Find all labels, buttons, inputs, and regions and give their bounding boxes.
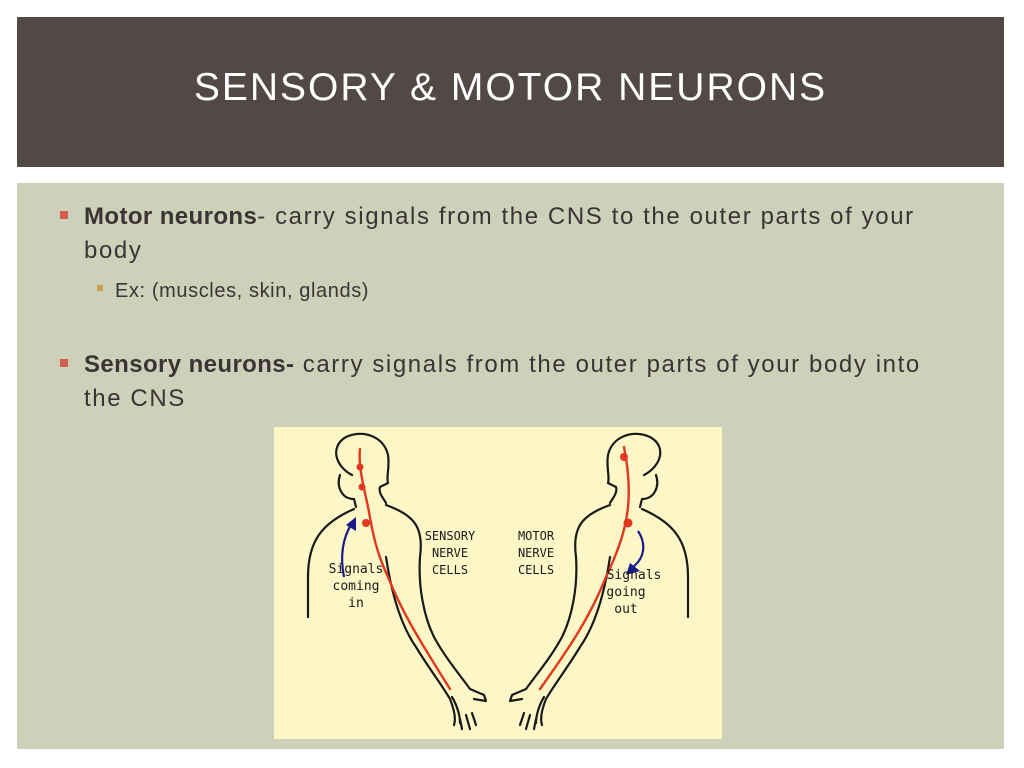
motor-label-line: NERVE — [518, 546, 554, 560]
signals-out-label-line: Signals — [607, 568, 662, 583]
sensory-nerve-cell-icon — [356, 463, 370, 527]
slide-title: SENSORY & MOTOR NEURONS — [193, 66, 828, 109]
neuron-diagram: SENSORY NERVE CELLS MOTOR NERVE CELLS Si… — [274, 427, 722, 739]
signals-in-label-group: Signals coming in — [329, 562, 384, 611]
bullet-square-icon — [60, 211, 68, 219]
left-body-figure — [306, 432, 488, 731]
motor-label-group: MOTOR NERVE CELLS — [518, 529, 555, 577]
title-band: SENSORY & MOTOR NEURONS — [17, 17, 1004, 167]
bullet-text: Sensory neurons- carry signals from the … — [84, 348, 944, 416]
bullet-description: carry signals from the outer parts of yo… — [84, 351, 921, 412]
signals-out-arrowhead-icon — [626, 563, 640, 575]
signals-out-label-group: Signals going out — [606, 568, 661, 617]
bullet-term: Motor neurons — [84, 203, 258, 230]
signals-in-label-line: Signals — [329, 562, 384, 577]
sensory-nerve-path — [358, 447, 452, 691]
bullet-description: - carry signals from the CNS to the oute… — [84, 203, 915, 264]
motor-label-line: MOTOR — [518, 529, 555, 543]
signals-out-label-line: going — [606, 585, 645, 600]
sensory-label-line: SENSORY — [425, 529, 476, 543]
right-body-figure — [508, 432, 690, 731]
bullet-text: Motor neurons- carry signals from the CN… — [84, 200, 944, 268]
bullet-term: Sensory neurons- — [84, 351, 295, 378]
sensory-label-line: NERVE — [432, 546, 468, 560]
signals-out-label-line: out — [614, 602, 637, 617]
sub-bullet-text: Ex: (muscles, skin, glands) — [115, 280, 370, 302]
bullet-square-icon — [60, 359, 68, 367]
sub-bullet-square-icon — [97, 285, 103, 291]
diagram-background — [274, 427, 722, 739]
motor-nerve-path — [538, 445, 630, 691]
signals-in-label-line: in — [348, 596, 364, 611]
sensory-label-line: CELLS — [432, 563, 468, 577]
signals-in-label-line: coming — [333, 579, 380, 594]
motor-label-line: CELLS — [518, 563, 554, 577]
sensory-label-group: SENSORY NERVE CELLS — [425, 529, 476, 577]
signals-in-arrowhead-icon — [346, 517, 356, 531]
motor-nerve-cell-icon — [620, 453, 633, 528]
